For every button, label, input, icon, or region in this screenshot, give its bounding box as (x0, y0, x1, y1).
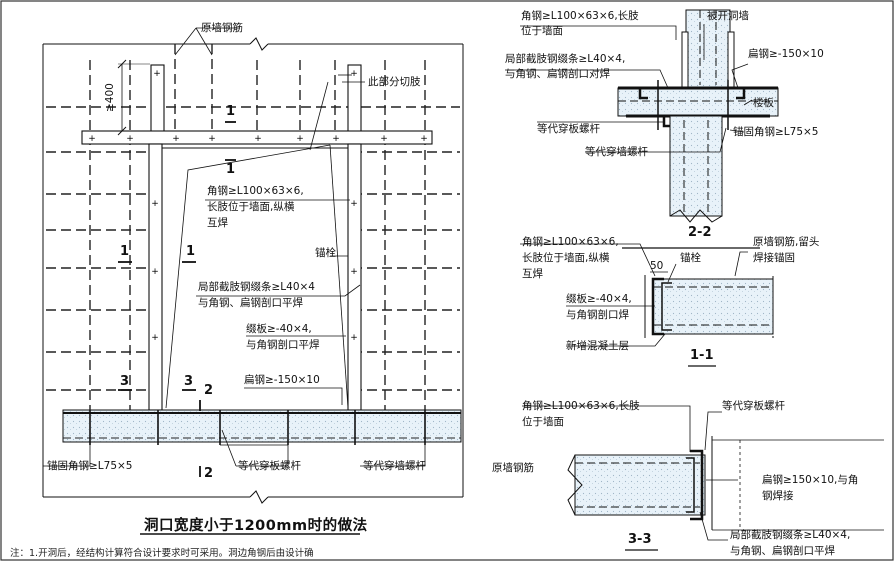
svg-text:+: + (332, 134, 340, 144)
main-elevation: + + + + + + + + + + + + + + + + + (42, 27, 464, 504)
anchor-bolt-label: 锚栓 (315, 247, 336, 259)
angle-steel-label-2: 长肢位于墙面,纵横 (207, 201, 295, 213)
svg-text:+: + (208, 134, 216, 144)
section-mark-1-right: 1 (186, 244, 196, 259)
section-mark-3-left: 3 (120, 374, 130, 389)
cut-part-label: 此部分切肢 (368, 76, 421, 88)
s33-angle-steel-2: 位于墙面 (522, 416, 564, 428)
svg-text:+: + (151, 199, 159, 209)
batten-plate-label-2: 与角钢剖口平焊 (246, 339, 320, 351)
section-3-3-drawing (522, 405, 884, 551)
angle-steel-label-3: 互焊 (207, 217, 228, 229)
svg-text:+: + (296, 134, 304, 144)
s11-anchor-bolt: 锚栓 (680, 252, 701, 264)
section-mark-2-top: 2 (204, 383, 214, 398)
svg-text:+: + (350, 267, 358, 277)
s11-angle-steel-1: 角钢≥L100×63×6, (522, 236, 619, 248)
section-1-1-drawing (520, 243, 774, 367)
svg-text:+: + (126, 134, 134, 144)
s22-flat-steel: 扁钢≥-150×10 (748, 48, 824, 60)
svg-text:+: + (151, 267, 159, 277)
section-1-1-title: 1-1 (690, 348, 714, 363)
s11-new-concrete: 新增混凝土层 (566, 340, 629, 352)
s11-dim-50: 50 (650, 260, 664, 272)
s11-batten-plate-2: 与角钢剖口焊 (566, 309, 629, 321)
s22-opened-wall: 被开洞墙 (707, 10, 749, 22)
section-mark-1-bottom: 1 (226, 162, 236, 177)
section-mark-1-left: 1 (120, 244, 130, 259)
s22-angle-steel-2: 位于墙面 (521, 25, 563, 37)
s11-original-rebar-2: 焊接锚固 (753, 252, 795, 264)
s33-original-rebar: 原墙钢筋 (492, 462, 534, 474)
section-mark-2-bottom: 2 (204, 466, 214, 481)
through-wall-bolt-label: 等代穿墙螺杆 (363, 460, 426, 472)
s33-batten-partial-1: 局部截肢钢缀条≥L40×4, (730, 529, 851, 541)
svg-text:+: + (350, 333, 358, 343)
s11-angle-steel-2: 长肢位于墙面,纵横 (522, 252, 610, 264)
s33-flat-steel-1: 扁钢≥150×10,与角 (762, 474, 859, 486)
s22-through-slab-bolt: 等代穿板螺杆 (537, 123, 600, 135)
svg-text:+: + (254, 134, 262, 144)
s11-batten-plate-1: 缀板≥-40×4, (566, 293, 632, 305)
svg-text:+: + (350, 69, 358, 79)
through-slab-bolt-label: 等代穿板螺杆 (238, 460, 301, 472)
s33-angle-steel-1: 角钢≥L100×63×6,长肢 (522, 400, 640, 412)
s22-floor-slab: 楼板 (753, 97, 774, 109)
s33-batten-partial-2: 与角钢、扁钢剖口平焊 (730, 545, 835, 557)
s22-anchor-angle: 锚固角钢≥L75×5 (733, 126, 819, 138)
drawing-note: 注：1.开洞后，经结构计算符合设计要求时可采用。洞边角钢后由设计确 (10, 548, 314, 559)
svg-text:+: + (380, 134, 388, 144)
svg-text:+: + (172, 134, 180, 144)
s22-batten-partial-1: 局部截肢钢缀条≥L40×4, (505, 53, 626, 65)
batten-partial-label-2: 与角钢、扁钢剖口平焊 (198, 297, 303, 309)
anchor-angle-label: 锚固角钢≥L75×5 (47, 460, 133, 472)
original-rebar-label: 原墙钢筋 (201, 22, 243, 34)
section-mark-1-top: 1 (226, 104, 236, 119)
s11-angle-steel-3: 互焊 (522, 268, 543, 280)
svg-text:+: + (153, 69, 161, 79)
svg-text:+: + (350, 199, 358, 209)
s33-through-slab-bolt: 等代穿板螺杆 (722, 400, 785, 412)
angle-steel-label-1: 角钢≥L100×63×6, (207, 185, 304, 197)
section-mark-3-right: 3 (184, 374, 194, 389)
section-2-2-drawing (505, 9, 779, 223)
s22-angle-steel-1: 角钢≥L100×63×6,长肢 (521, 10, 639, 22)
svg-text:+: + (420, 134, 428, 144)
section-2-2-title: 2-2 (688, 225, 712, 240)
svg-text:+: + (151, 333, 159, 343)
batten-partial-label-1: 局部截肢钢缀条≥L40×4 (198, 281, 315, 293)
section-3-3-title: 3-3 (628, 532, 652, 547)
main-drawing-title: 洞口宽度小于1200mm时的做法 (144, 518, 368, 534)
flat-steel-label: 扁钢≥-150×10 (244, 374, 320, 386)
batten-plate-label-1: 缀板≥-40×4, (246, 323, 312, 335)
svg-text:+: + (88, 134, 96, 144)
s33-flat-steel-2: 钢焊接 (762, 490, 794, 502)
dim-400-label: ≥400 (104, 83, 116, 112)
s11-original-rebar-1: 原墙钢筋,留头 (753, 236, 820, 248)
s22-through-wall-bolt: 等代穿墙螺杆 (585, 146, 648, 158)
s22-batten-partial-2: 与角钢、扁钢剖口对焊 (505, 68, 610, 80)
